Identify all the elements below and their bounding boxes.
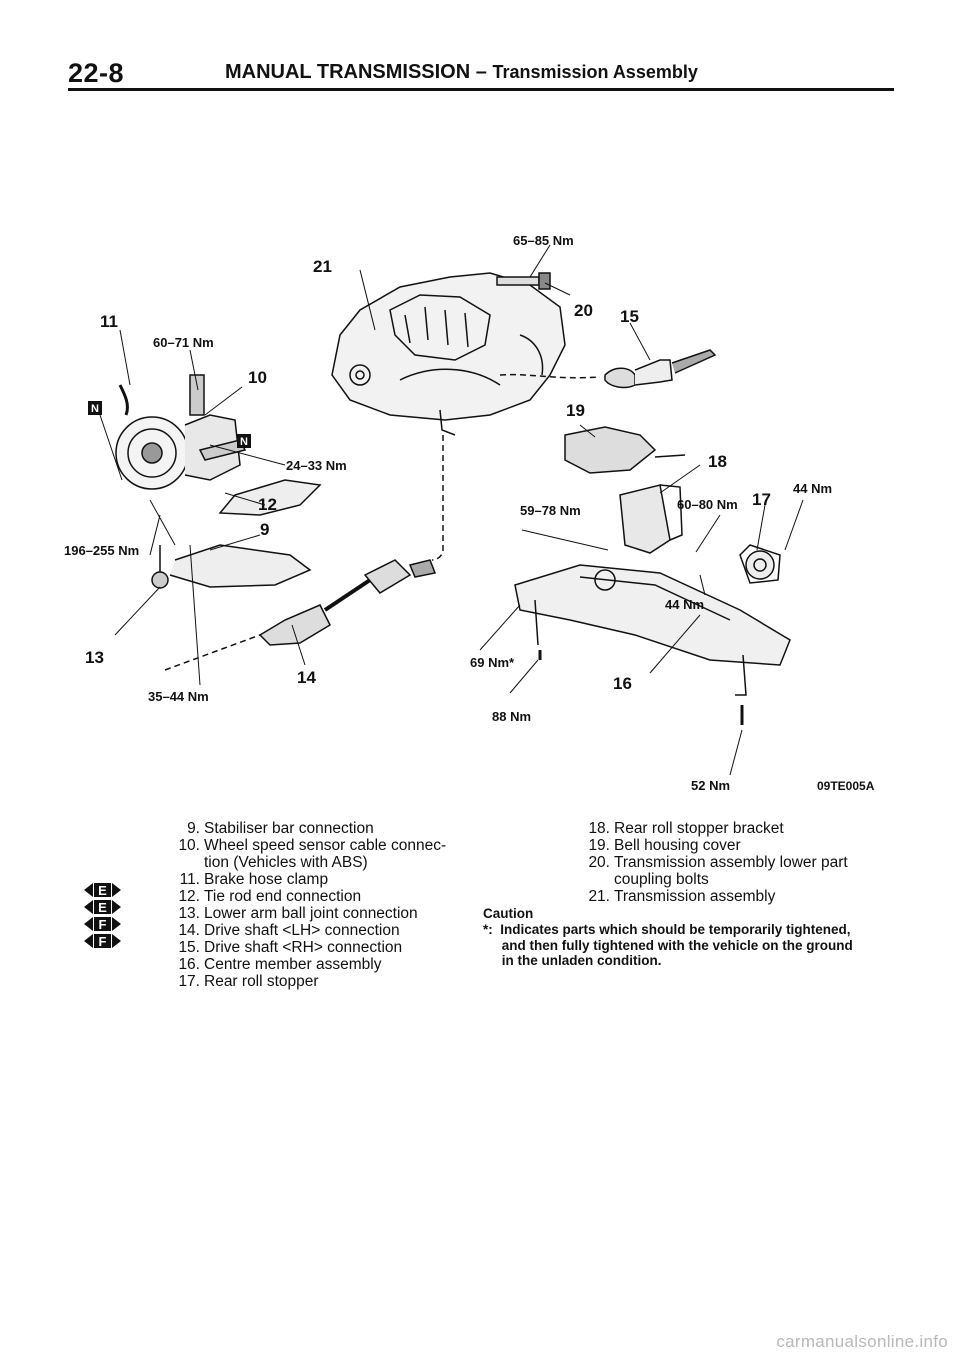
section-subtitle: Transmission Assembly	[492, 62, 698, 82]
service-marker-f-icon: F	[84, 917, 121, 932]
svg-text:F: F	[99, 917, 107, 932]
service-marker-e-icon: E	[84, 883, 121, 898]
list-item: 13.Lower arm ball joint connection	[178, 905, 418, 922]
list-item: 18.Rear roll stopper bracket	[588, 820, 784, 837]
torque-60-71: 60–71 Nm	[153, 335, 214, 350]
list-item-continuation: coupling bolts	[614, 871, 709, 888]
page-number: 22-8	[68, 58, 125, 88]
callout-12: 12	[258, 495, 277, 514]
n-marker-2: N	[237, 434, 251, 448]
torque-35-44: 35–44 Nm	[148, 689, 209, 704]
list-item: 21.Transmission assembly	[588, 888, 776, 905]
torque-60-80: 60–80 Nm	[677, 497, 738, 512]
section-title: MANUAL TRANSMISSION	[225, 61, 471, 83]
torque-88: 88 Nm	[492, 709, 531, 724]
callout-13: 13	[85, 648, 104, 667]
svg-text:E: E	[98, 883, 107, 898]
list-item: 14.Drive shaft <LH> connection	[178, 922, 400, 939]
torque-44-centre-member: 44 Nm	[665, 597, 704, 612]
service-marker-f-icon: F	[84, 934, 121, 949]
list-item: 15.Drive shaft <RH> connection	[178, 939, 403, 956]
callout-14: 14	[297, 668, 316, 687]
torque-24-33: 24–33 Nm	[286, 458, 347, 473]
torque-59-78: 59–78 Nm	[520, 503, 581, 518]
torque-196-255: 196–255 Nm	[64, 543, 139, 558]
header-rule	[68, 88, 894, 91]
svg-text:E: E	[98, 900, 107, 915]
transmission-exploded-diagram: N N 11 10 12 9 13 14 21 20 15 19 18 17 1…	[64, 233, 875, 793]
svg-text:F: F	[99, 934, 107, 949]
transmission-housing-drawing	[331, 272, 566, 436]
callout-17: 17	[752, 490, 771, 509]
svg-text:N: N	[240, 436, 248, 448]
torque-52: 52 Nm	[691, 778, 730, 793]
torque-65-85: 65–85 Nm	[513, 233, 574, 248]
list-item: 17.Rear roll stopper	[178, 973, 319, 990]
list-item: 20.Transmission assembly lower part	[588, 854, 848, 871]
caution-title: Caution	[483, 906, 534, 921]
figure-code: 09TE005A	[817, 779, 875, 793]
torque-44-rear-roll-stopper: 44 Nm	[793, 481, 832, 496]
callout-15: 15	[620, 307, 639, 326]
svg-text:N: N	[91, 403, 99, 415]
list-item: 16.Centre member assembly	[178, 956, 382, 973]
drive-shaft-lh-drawing	[164, 435, 444, 671]
rear-roll-stopper-drawing	[739, 544, 781, 584]
page-title: MANUAL TRANSMISSION – Transmission Assem…	[225, 61, 698, 84]
hub-assembly-drawing	[115, 374, 322, 589]
bolt-20-drawing	[496, 272, 551, 290]
leader-lines	[99, 244, 804, 776]
callout-16: 16	[613, 674, 632, 693]
callout-19: 19	[566, 401, 585, 420]
list-item: 9.Stabiliser bar connection	[187, 820, 374, 837]
callout-20: 20	[574, 301, 593, 320]
callout-10: 10	[248, 368, 267, 387]
watermark: carmanualsonline.info	[776, 1332, 948, 1351]
caution-note: *: Indicates parts which should be tempo…	[483, 922, 853, 968]
centre-member-drawing	[514, 564, 791, 725]
list-item-continuation: tion (Vehicles with ABS)	[204, 854, 368, 871]
n-marker-1: N	[88, 401, 102, 415]
callout-11: 11	[100, 312, 118, 331]
torque-69: 69 Nm*	[470, 655, 515, 670]
service-marker-e-icon: E	[84, 900, 121, 915]
drive-shaft-rh-drawing	[499, 349, 717, 389]
list-item: 19.Bell housing cover	[588, 837, 741, 854]
rear-roll-stopper-bracket-drawing	[619, 484, 683, 554]
list-item: 12.Tie rod end connection	[178, 888, 362, 905]
callout-18: 18	[708, 452, 727, 471]
list-item: 10.Wheel speed sensor cable connec-	[178, 837, 447, 854]
list-item: 11.Brake hose clamp	[179, 871, 329, 888]
callout-21: 21	[313, 257, 332, 276]
callout-9: 9	[260, 520, 269, 539]
title-dash: –	[470, 61, 493, 83]
bell-housing-cover-drawing	[564, 426, 686, 474]
